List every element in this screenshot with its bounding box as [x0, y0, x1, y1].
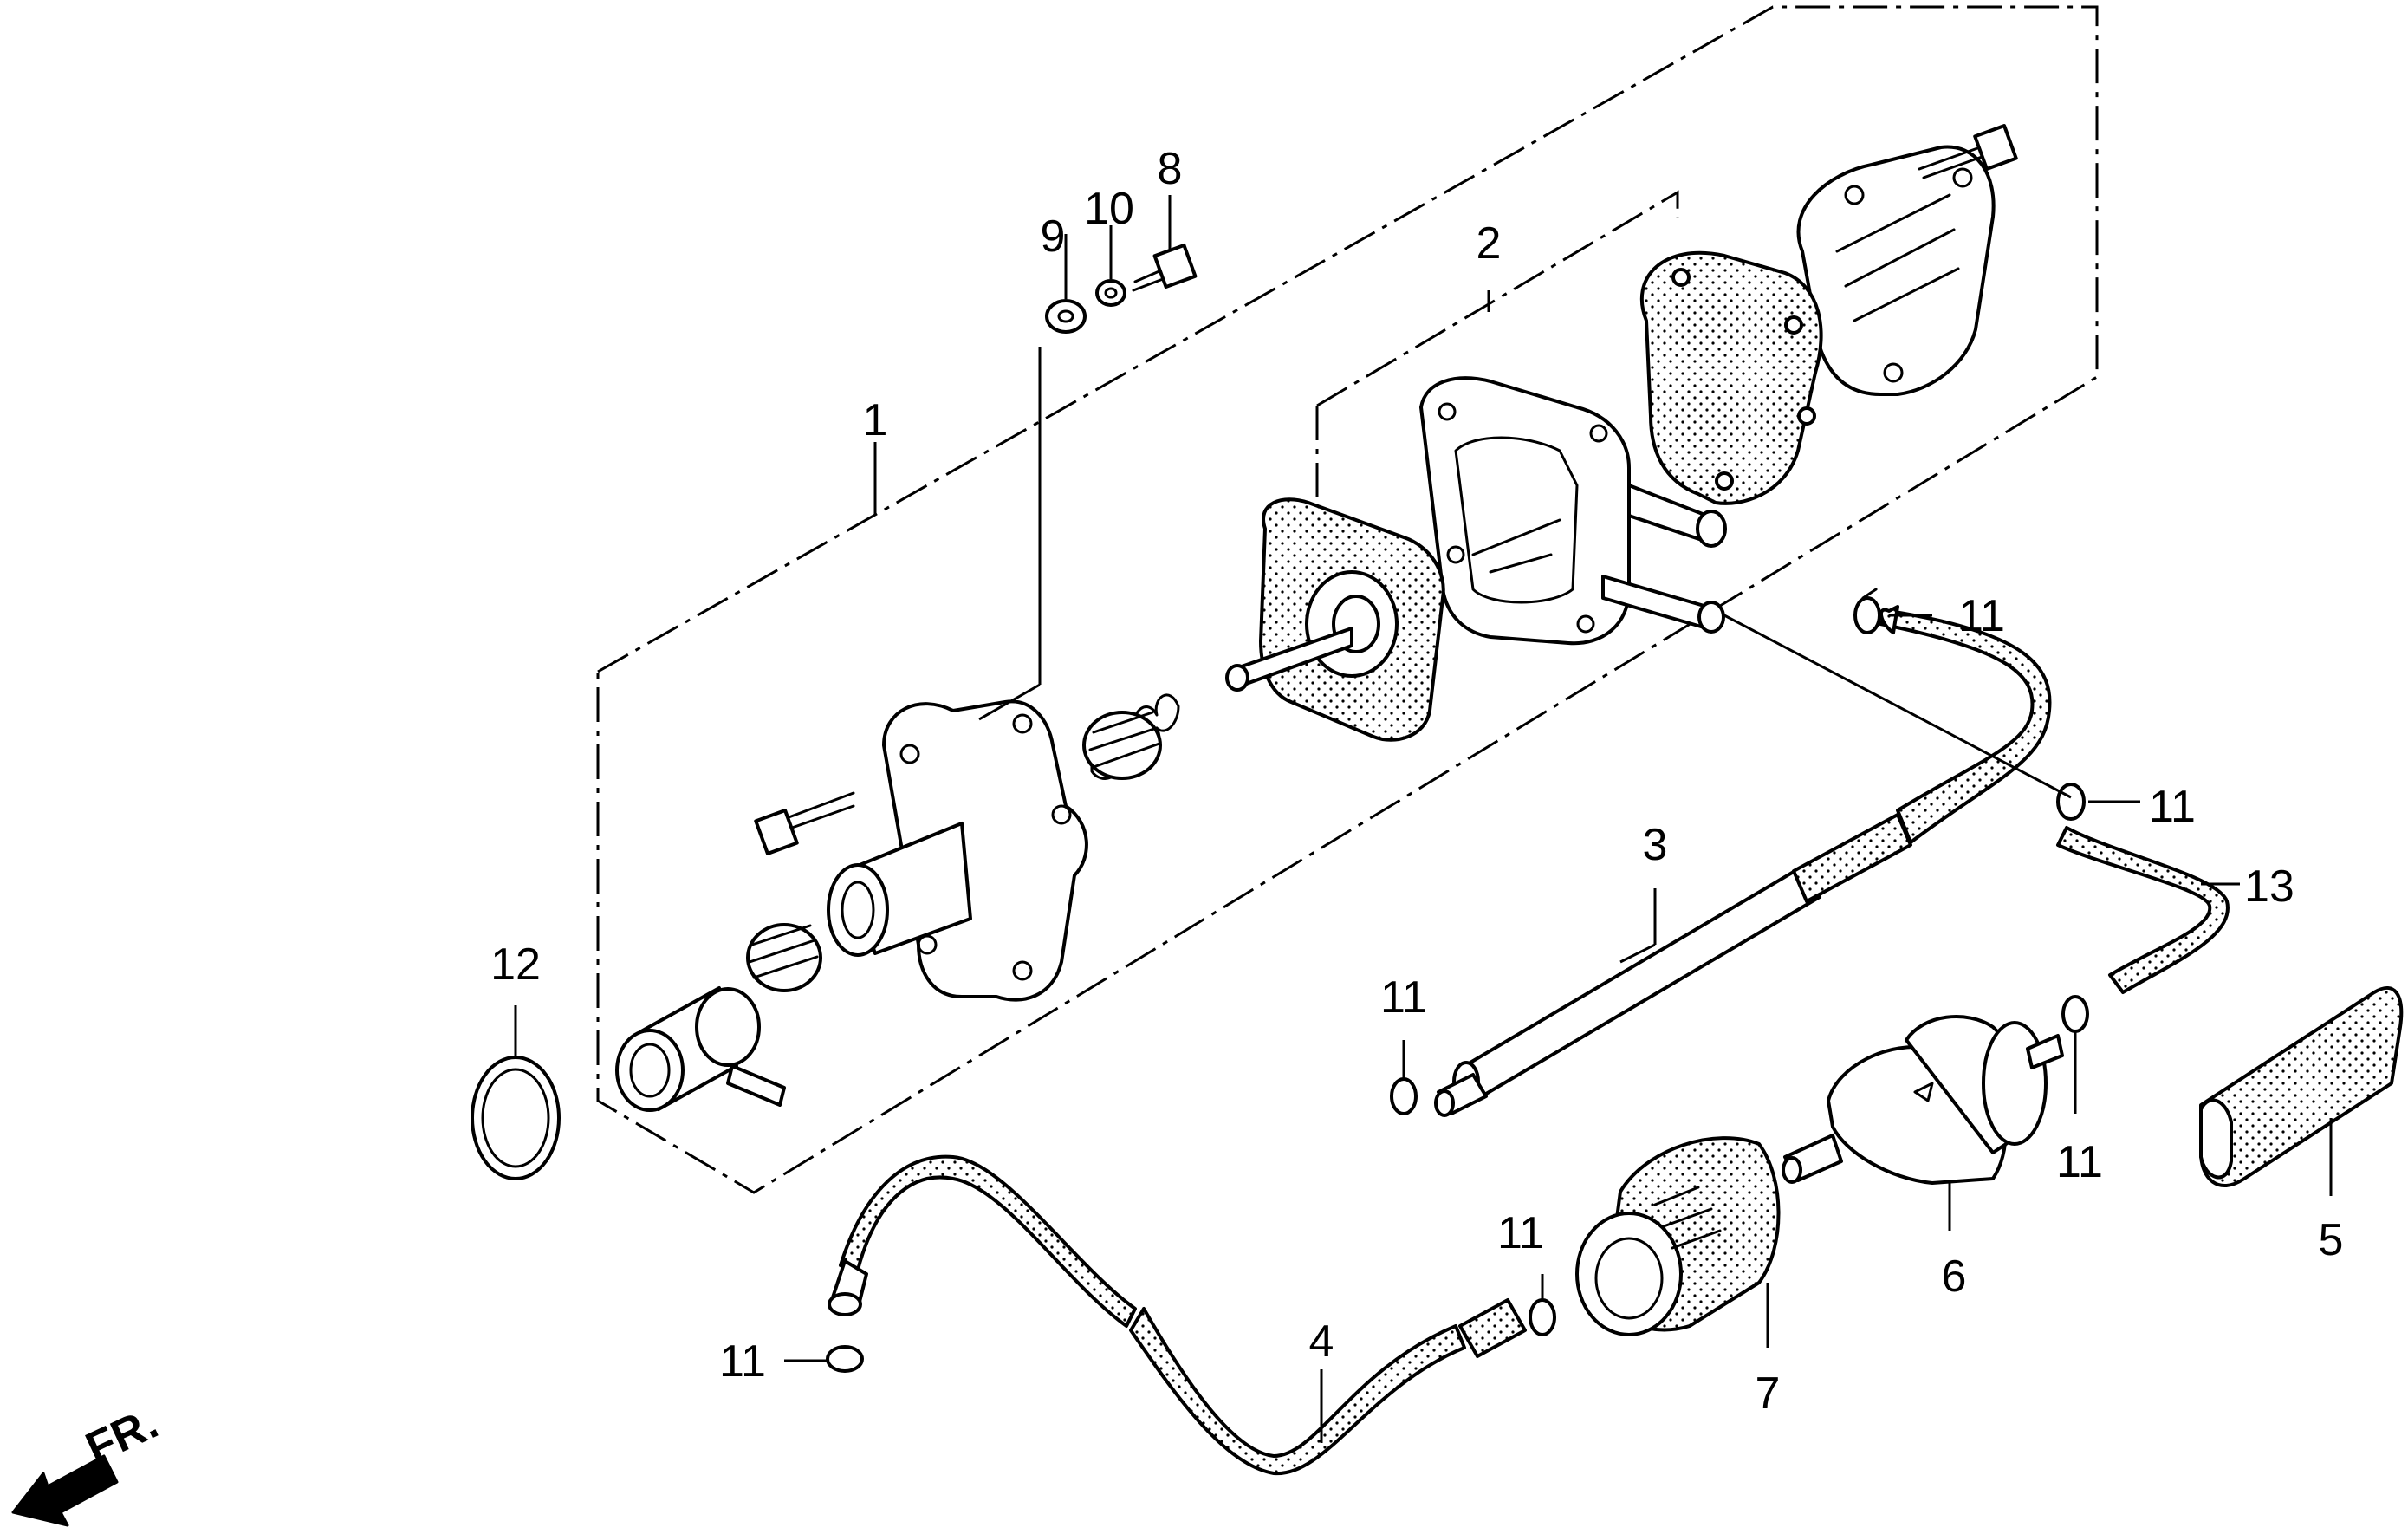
pin [726, 1064, 786, 1107]
diaphragm-spring [1082, 693, 1180, 780]
callout-7: 7 [1756, 1368, 1781, 1419]
pump-cover [1796, 145, 1996, 396]
leader-lines [514, 195, 2333, 1443]
callout-8: 8 [1158, 144, 1183, 194]
callout-11-bottom: 11 [719, 1336, 766, 1387]
washer-9 [1045, 299, 1087, 334]
callout-13: 13 [2244, 861, 2294, 912]
assembly-boundary-2 [1315, 190, 1679, 520]
hose-4 [828, 1154, 1527, 1476]
callout-11-right: 11 [2056, 1137, 2103, 1187]
callout-6: 6 [1942, 1251, 1967, 1302]
callout-4: 4 [1309, 1316, 1334, 1367]
plunger-spring [746, 923, 822, 992]
pump-gasket [1640, 250, 1823, 505]
screw-8 [1132, 243, 1198, 292]
fuel-filter-6 [1782, 1015, 2064, 1185]
clamp-11-right [2061, 995, 2089, 1033]
clamp-11-center [1529, 1298, 1556, 1336]
clamp-11-left [1390, 1077, 1418, 1115]
clamp-11-top [1853, 588, 1881, 634]
callout-9: 9 [1041, 211, 1066, 262]
callout-11-mid: 11 [2149, 782, 2196, 832]
pump-body [1419, 376, 1727, 646]
hose-13 [2056, 826, 2230, 994]
fuel-tube-3 [1434, 813, 1912, 1117]
callout-10: 10 [1084, 184, 1134, 234]
o-ring-12 [471, 1056, 561, 1180]
pump-diaphragm [1225, 497, 1445, 742]
callout-12: 12 [490, 939, 541, 990]
cover-screw [1918, 124, 2018, 179]
callout-2: 2 [1477, 218, 1502, 269]
clamp-11-bottom [826, 1345, 864, 1373]
callout-3: 3 [1643, 820, 1668, 870]
housing-screw [754, 791, 855, 855]
front-arrow-icon [11, 1454, 119, 1527]
callouts: 1 2 3 4 5 6 7 8 9 10 11 11 11 11 11 11 1… [490, 144, 2343, 1419]
clamp-11-mid [2056, 783, 2086, 821]
strainer-7 [1575, 1136, 1781, 1336]
callout-11-left: 11 [1380, 972, 1427, 1023]
callout-5: 5 [2319, 1215, 2344, 1265]
pump-housing [827, 699, 1088, 1002]
hose-top-bend [1879, 605, 2052, 844]
callout-1: 1 [863, 395, 888, 445]
assembly-boundary-1 [596, 5, 2099, 1194]
callout-11-top: 11 [1958, 591, 2005, 641]
front-direction-indicator: FR. [11, 1398, 166, 1527]
plunger [615, 986, 761, 1112]
callout-11-center: 11 [1497, 1208, 1544, 1258]
filter-sleeve-5 [2199, 986, 2404, 1188]
washer-10 [1095, 279, 1126, 307]
